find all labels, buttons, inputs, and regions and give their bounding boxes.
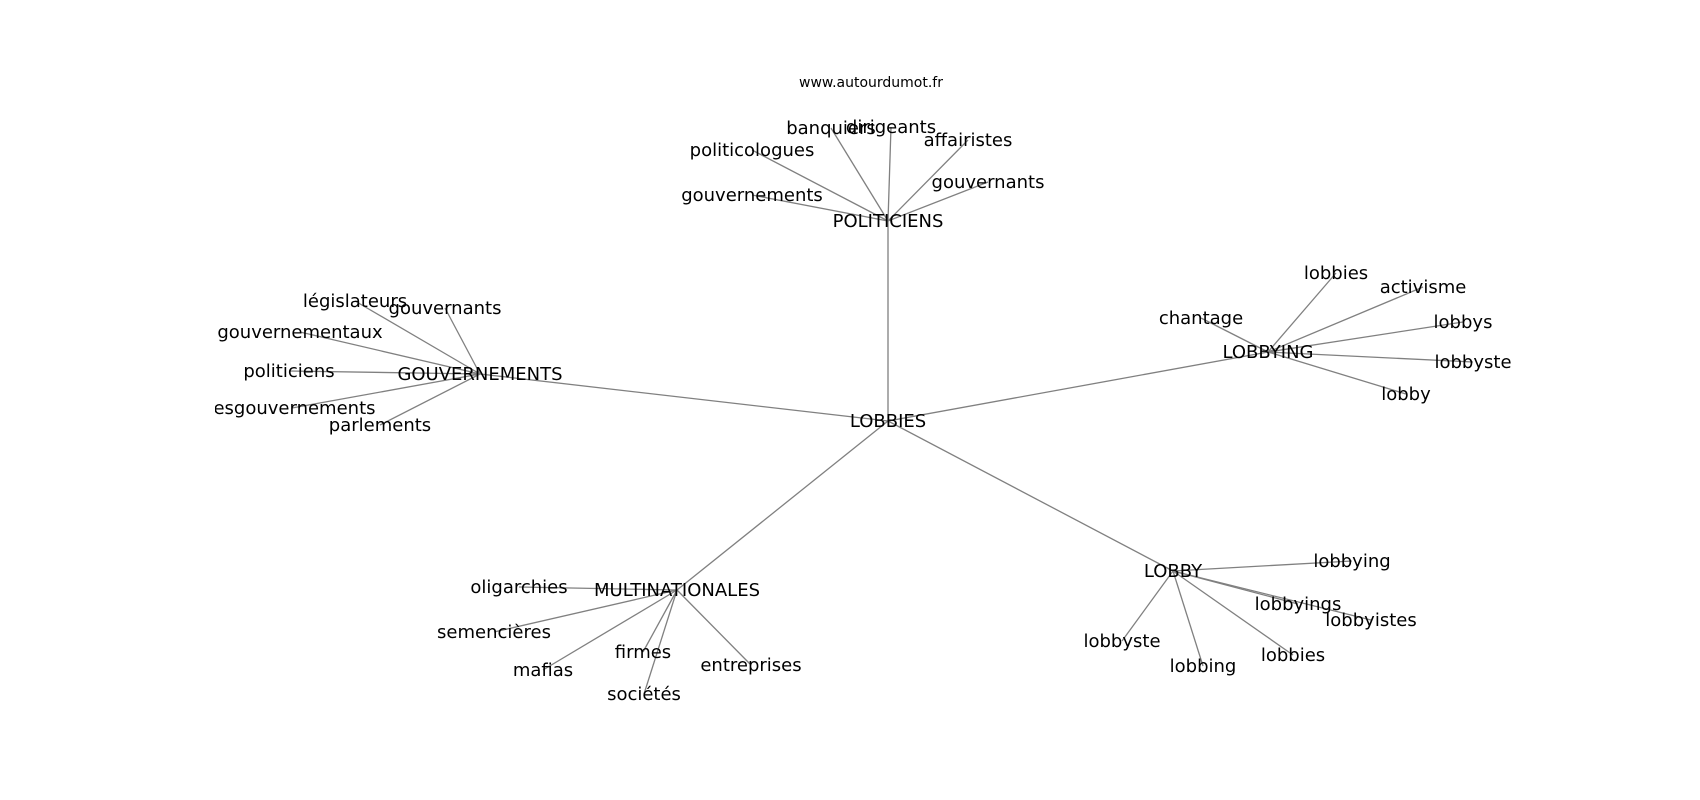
leaf-node-lobbying-lobbyste: lobbyste <box>1434 352 1511 373</box>
source-watermark: www.autourdumot.fr <box>799 75 943 91</box>
leaf-node-lobby-lobbyings: lobbyings <box>1255 594 1342 615</box>
edge-multinationales-societes <box>643 589 678 695</box>
edge-multinationales-firmes <box>642 589 678 653</box>
edge-gouvernements-gouvernants <box>444 307 481 375</box>
leaf-node-politiciens-affairistes: affairistes <box>924 130 1013 151</box>
leaf-node-gouvernements-lesgouvernements: lesgouvernements <box>208 398 375 419</box>
leaf-node-politiciens-gouvernements: gouvernements <box>681 185 823 206</box>
leaf-node-multinationales-semencieres: semencières <box>437 622 551 643</box>
edge-lobbying-lobbys <box>1267 321 1464 353</box>
leaf-node-gouvernements-parlements: parlements <box>329 415 431 436</box>
edge-lobby-lobbyistes <box>1172 570 1372 621</box>
edge-gouvernements-legislateurs <box>354 300 481 375</box>
edge-politiciens-gouvernants <box>887 181 989 222</box>
edge-lobbying-lobbies <box>1267 272 1337 353</box>
leaf-node-lobbying-activisme: activisme <box>1380 277 1467 298</box>
leaf-node-multinationales-entreprises: entreprises <box>700 655 801 676</box>
edge-lobbying-lobby <box>1267 351 1407 395</box>
edge-lobby-lobbying <box>1172 560 1353 572</box>
edge-center-gouvernements <box>479 373 889 422</box>
leaf-node-lobby-lobbying: lobbying <box>1313 551 1390 572</box>
edge-lobby-lobbyste <box>1121 570 1174 642</box>
edge-center-multinationales <box>676 420 889 591</box>
leaf-node-multinationales-societes: sociétés <box>607 684 681 705</box>
leaf-node-politiciens-politicologues: politicologues <box>690 140 815 161</box>
edge-multinationales-entreprises <box>676 589 752 666</box>
edge-gouvernements-lesgouvernements <box>291 373 481 409</box>
leaf-node-gouvernements-politiciens: politiciens <box>243 361 334 382</box>
leaf-node-multinationales-firmes: firmes <box>615 642 671 663</box>
leaf-node-lobbying-lobby: lobby <box>1381 384 1431 405</box>
leaf-node-politiciens-dirigeants: dirigeants <box>846 117 936 138</box>
edge-politiciens-dirigeants <box>887 126 892 222</box>
leaf-node-lobbying-lobbies: lobbies <box>1304 263 1368 284</box>
edges-layer <box>288 126 1474 695</box>
edge-lobby-lobbing <box>1172 570 1204 667</box>
edge-gouvernements-parlements <box>379 373 481 426</box>
leaf-node-lobbying-lobbys: lobbys <box>1434 312 1493 333</box>
edge-multinationales-oligarchies <box>518 586 678 591</box>
leaf-node-lobby-lobbyste: lobbyste <box>1083 631 1160 652</box>
edge-politiciens-banquiers <box>830 127 889 222</box>
edge-gouvernements-gouvernementaux <box>299 331 481 375</box>
edge-politiciens-affairistes <box>887 139 969 222</box>
edge-lobbying-chantage <box>1200 317 1269 353</box>
hub-node-gouvernements: GOUVERNEMENTS <box>397 364 562 385</box>
edge-gouvernements-politiciens <box>288 370 481 375</box>
leaf-node-multinationales-mafias: mafias <box>513 660 573 681</box>
leaf-node-gouvernements-legislateurs: législateurs <box>303 291 407 312</box>
hub-node-multinationales: MULTINATIONALES <box>594 580 760 601</box>
center-node-lobbies: LOBBIES <box>850 411 926 432</box>
leaf-node-gouvernements-gouvernants: gouvernants <box>389 298 502 319</box>
edge-lobbying-activisme <box>1267 286 1424 353</box>
leaf-node-gouvernements-gouvernementaux: gouvernementaux <box>217 322 383 343</box>
leaf-node-lobbying-chantage: chantage <box>1159 308 1243 329</box>
edge-multinationales-semencieres <box>493 589 678 633</box>
edge-multinationales-mafias <box>542 589 678 671</box>
leaf-node-lobby-lobbyistes: lobbyistes <box>1325 610 1416 631</box>
hub-node-lobby: LOBBY <box>1144 561 1203 582</box>
leaf-node-politiciens-banquiers: banquiers <box>786 118 876 139</box>
edge-politiciens-politicologues <box>751 149 889 222</box>
leaf-node-lobby-lobbies: lobbies <box>1261 645 1325 666</box>
leaf-node-politiciens-gouvernants: gouvernants <box>932 172 1045 193</box>
hub-node-politiciens: POLITICIENS <box>833 211 944 232</box>
edge-politiciens-gouvernements <box>751 194 889 222</box>
edge-lobby-lobbies <box>1172 570 1294 656</box>
leaf-node-lobby-lobbing: lobbing <box>1170 656 1237 677</box>
labels-layer: LOBBIES POLITICIENS gouvernements politicol… <box>208 117 1512 705</box>
hub-node-lobbying: LOBBYING <box>1223 342 1314 363</box>
edge-center-lobby <box>887 420 1174 572</box>
leaf-node-multinationales-oligarchies: oligarchies <box>470 577 567 598</box>
edge-center-lobbying <box>887 351 1269 422</box>
edge-lobbying-lobbyste <box>1267 351 1474 363</box>
